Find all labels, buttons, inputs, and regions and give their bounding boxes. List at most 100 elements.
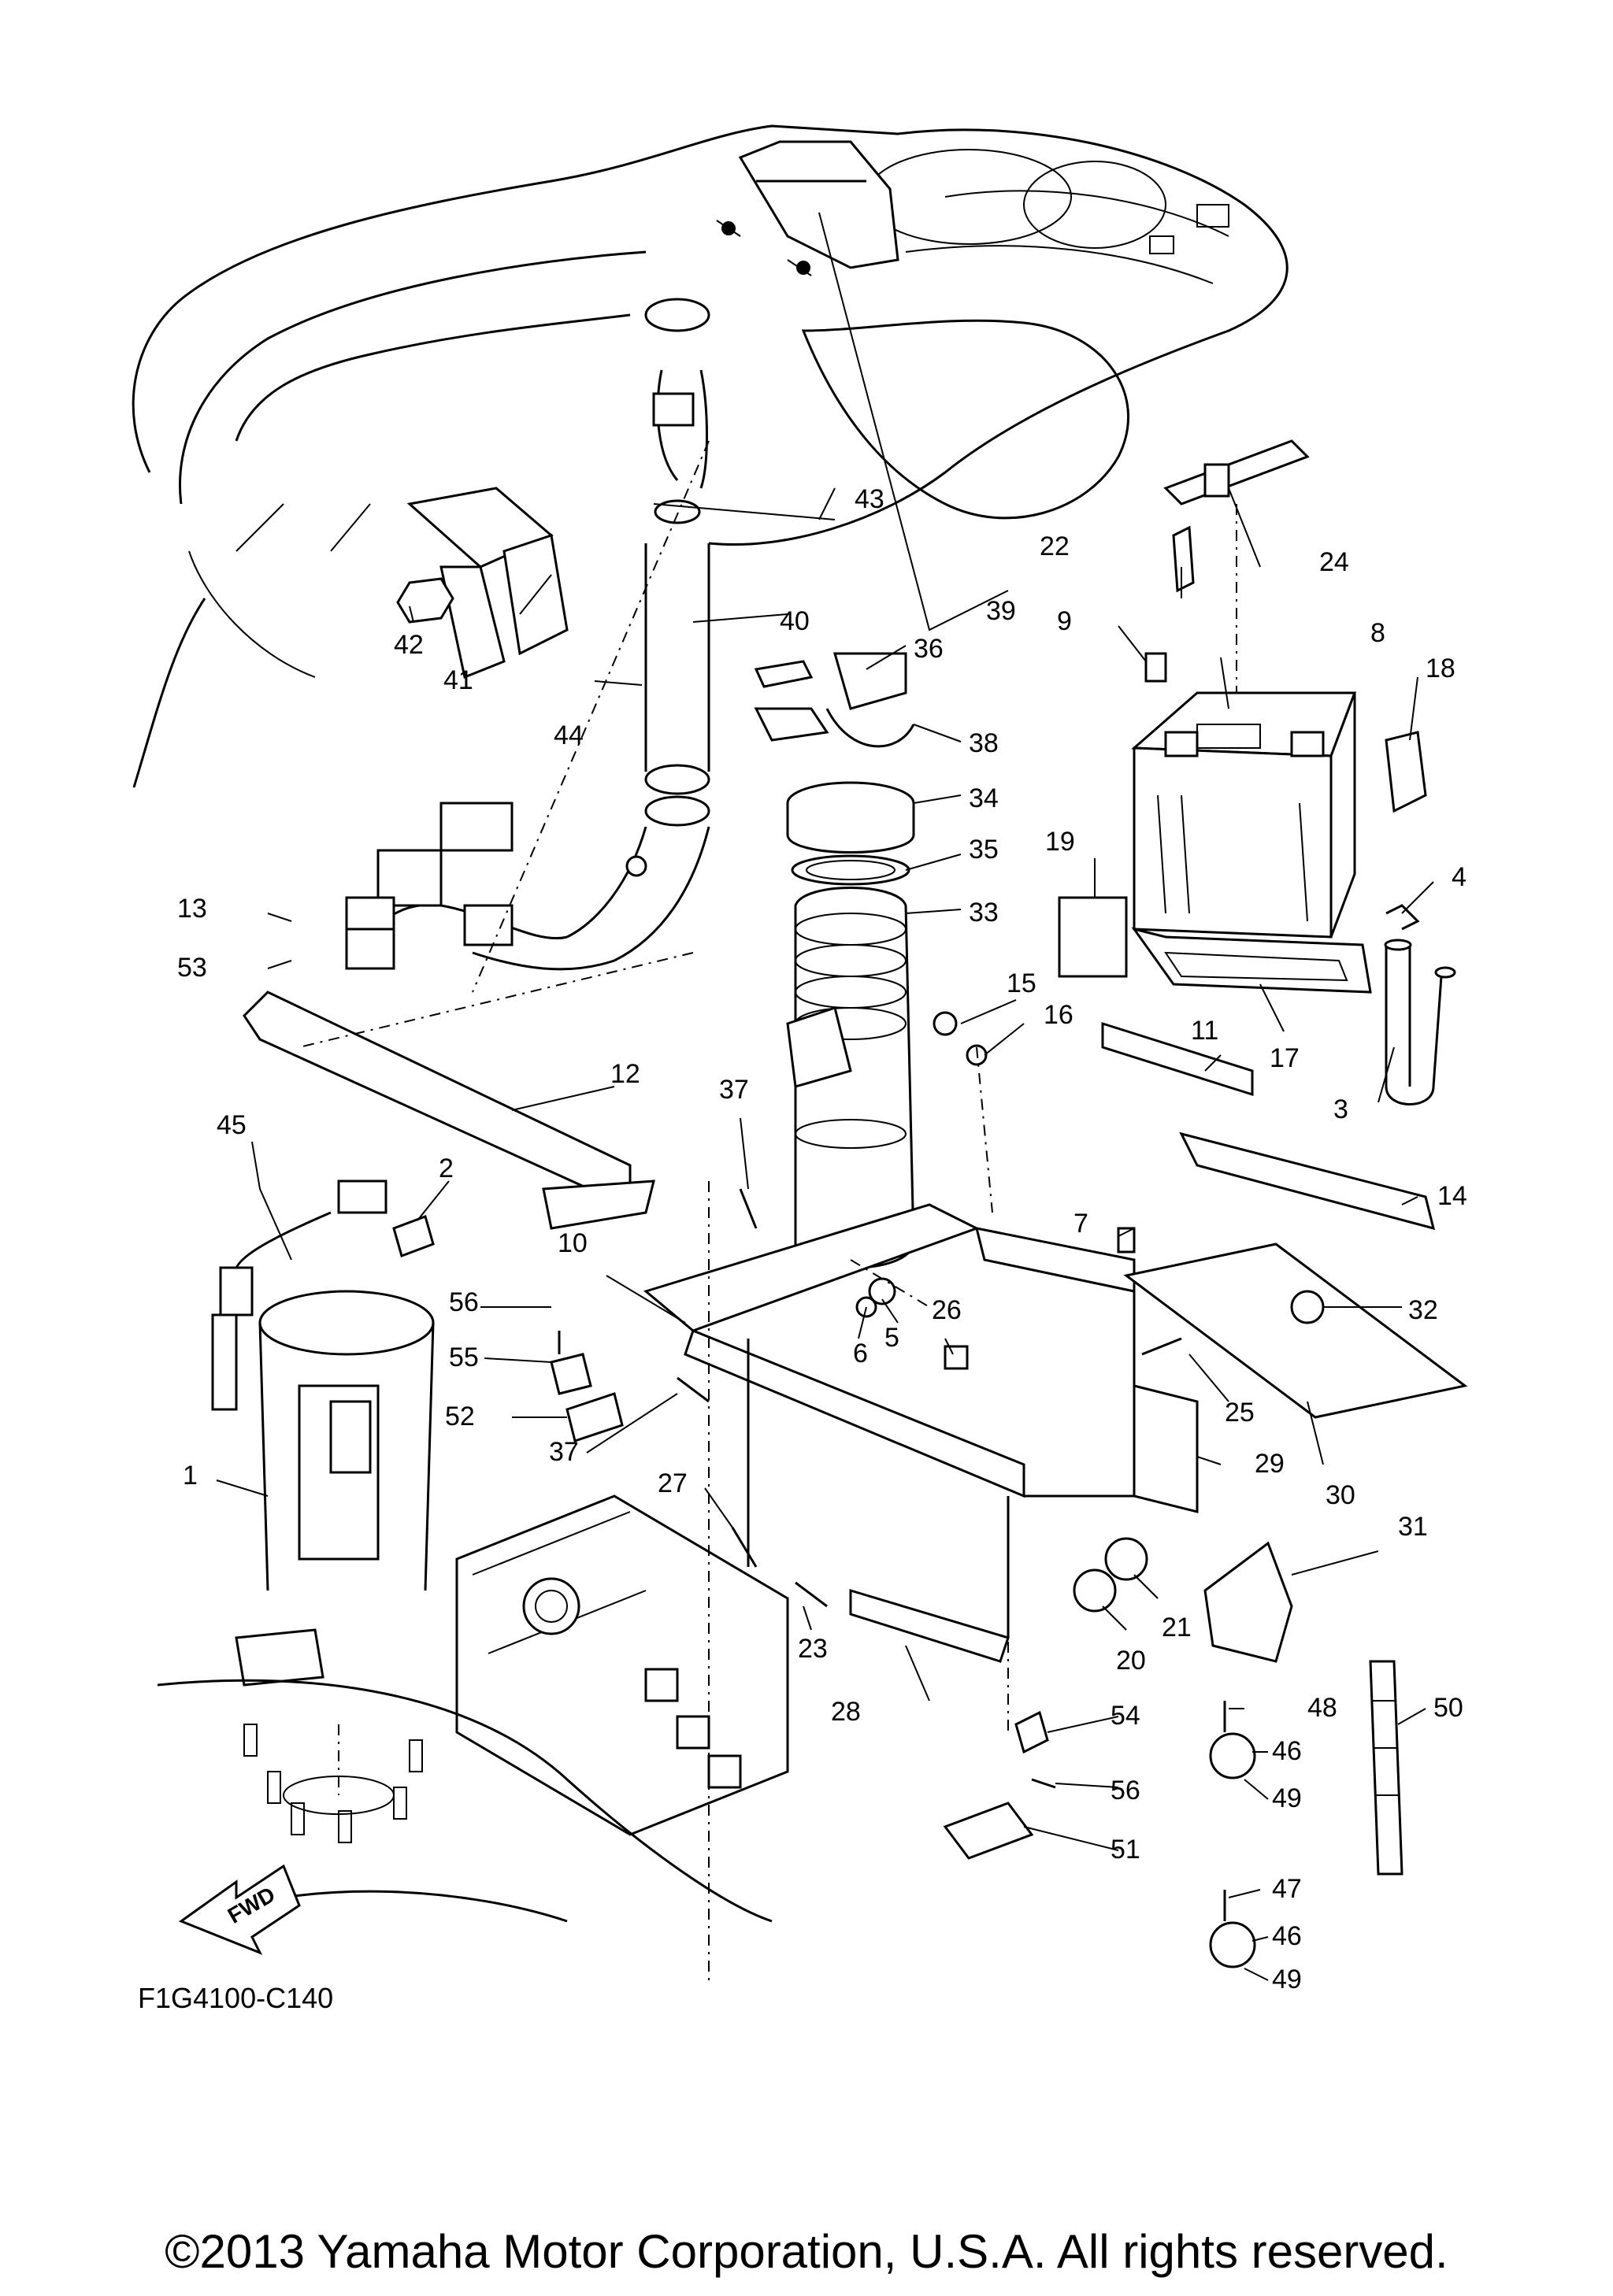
- grommet-20: [1073, 1568, 1117, 1613]
- callout-37-upper: 37: [719, 1075, 749, 1105]
- callout-8: 8: [1370, 618, 1385, 648]
- callout-14: 14: [1437, 1181, 1467, 1211]
- callout-37-lower: 37: [549, 1437, 579, 1467]
- nut-42: [396, 577, 454, 624]
- callout-20: 20: [1116, 1646, 1146, 1676]
- callout-21: 21: [1162, 1613, 1192, 1642]
- callout-18: 18: [1426, 654, 1455, 683]
- battery-tray-17: [1131, 927, 1372, 994]
- bracket-12: [243, 991, 655, 1230]
- callout-32: 32: [1408, 1295, 1438, 1325]
- rivet-37-lower: [677, 1376, 710, 1403]
- callout-39: 39: [986, 596, 1016, 626]
- callout-labels: 1 2 3 4 5 6 7 8 9 10 11 12 13 14 15 16 1…: [177, 484, 1467, 1994]
- callout-17: 17: [1270, 1043, 1300, 1073]
- callout-46-lower: 46: [1272, 1921, 1302, 1951]
- callout-56-upper: 56: [449, 1287, 479, 1317]
- callout-30: 30: [1326, 1480, 1355, 1510]
- callout-56-lower: 56: [1111, 1776, 1140, 1805]
- filler-neck-33: [786, 887, 915, 1269]
- callout-51: 51: [1111, 1835, 1140, 1865]
- bracket-11: [1101, 1021, 1254, 1097]
- callout-28: 28: [831, 1697, 861, 1727]
- diagram-code: F1G4100-C140: [138, 1982, 333, 2014]
- callout-24: 24: [1319, 547, 1349, 577]
- callout-16: 16: [1044, 1000, 1073, 1030]
- callout-38: 38: [969, 728, 999, 758]
- rivet-27: [731, 1527, 758, 1568]
- clip-4: [1385, 904, 1420, 931]
- band-38: [754, 707, 915, 748]
- grommet-21: [1104, 1537, 1148, 1581]
- callout-47: 47: [1272, 1874, 1302, 1904]
- bracket-51: [943, 1802, 1034, 1860]
- callout-45: 45: [217, 1110, 247, 1140]
- bracket-22: [1172, 525, 1195, 593]
- callout-11: 11: [1191, 1016, 1218, 1046]
- callout-15: 15: [1007, 968, 1036, 998]
- callout-33: 33: [969, 898, 999, 928]
- fuel-pump-1: [235, 1290, 435, 1843]
- callout-5: 5: [884, 1323, 899, 1353]
- bracket-10: [643, 1203, 1136, 1638]
- pad-28: [849, 1588, 1010, 1663]
- callout-6: 6: [853, 1339, 868, 1368]
- callout-23: 23: [798, 1634, 828, 1664]
- cap-34: [786, 781, 915, 854]
- callout-13: 13: [177, 894, 207, 924]
- callout-29: 29: [1255, 1449, 1285, 1479]
- filler-hose-assembly: [566, 298, 710, 962]
- callout-55: 55: [449, 1342, 479, 1372]
- pump-studs: [243, 1724, 423, 1843]
- pad-31: [1203, 1541, 1293, 1663]
- breather-hose-3: [1384, 939, 1456, 1105]
- pad-18: [1385, 731, 1427, 813]
- battery-8: [1131, 691, 1357, 939]
- damper-26: [944, 1345, 969, 1370]
- callout-3: 3: [1333, 1094, 1348, 1124]
- callout-2: 2: [439, 1154, 454, 1183]
- callout-53: 53: [177, 953, 207, 983]
- sender-45: [211, 1179, 387, 1411]
- callout-43: 43: [855, 484, 884, 514]
- callout-54: 54: [1111, 1701, 1140, 1731]
- callout-7: 7: [1073, 1209, 1088, 1239]
- cap-2: [392, 1215, 435, 1257]
- gasket-35: [791, 854, 910, 886]
- holder-52: [565, 1392, 624, 1442]
- callout-12: 12: [610, 1059, 640, 1089]
- bracket-14: [1179, 1131, 1436, 1231]
- rivet-25: [1141, 1337, 1182, 1356]
- hull-deck-outline: [132, 124, 1289, 788]
- callout-4: 4: [1452, 862, 1467, 892]
- callout-49-upper: 49: [1272, 1783, 1302, 1813]
- callout-19: 19: [1045, 827, 1075, 857]
- band-36: [754, 652, 907, 710]
- holder-55: [550, 1353, 592, 1395]
- rivet-23: [795, 1581, 828, 1608]
- pad-29: [1133, 1384, 1199, 1513]
- callout-40: 40: [780, 606, 810, 636]
- callout-26: 26: [932, 1295, 962, 1325]
- callout-36: 36: [914, 634, 944, 664]
- holder-54: [1014, 1710, 1049, 1754]
- clamp-46-upper: [1209, 1732, 1256, 1779]
- callout-34: 34: [969, 783, 999, 813]
- electrical-box: [455, 1494, 789, 1836]
- plug-15: [933, 1011, 958, 1036]
- clamp-46-lower: [1209, 1921, 1256, 1968]
- pad-30: [1123, 1242, 1468, 1419]
- callout-46-upper: 46: [1272, 1736, 1302, 1766]
- leader-lines: [216, 212, 1434, 1981]
- bolt-9: [1144, 652, 1167, 683]
- grommet-32: [1290, 1290, 1325, 1324]
- meter-unit: [716, 140, 899, 276]
- callout-35: 35: [969, 835, 999, 865]
- pad-19: [1058, 896, 1128, 978]
- callout-9: 9: [1057, 606, 1072, 636]
- callout-22: 22: [1040, 531, 1070, 561]
- cable-tie-50: [1369, 1660, 1403, 1876]
- fwd-direction-arrow: FWD: [178, 1864, 301, 1955]
- callout-50: 50: [1433, 1693, 1463, 1723]
